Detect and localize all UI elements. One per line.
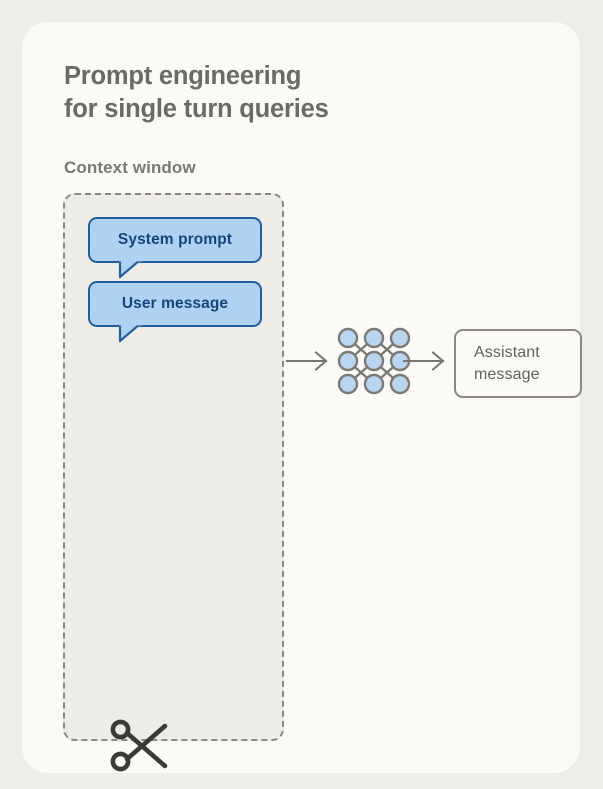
bubble-user-message-label: User message: [121, 295, 229, 312]
neural-network-icon: [337, 327, 411, 395]
bubble-user-message-body: User message: [88, 281, 262, 327]
scissors-icon: [110, 719, 168, 772]
arrow-right-icon: [403, 351, 445, 371]
bubble-system-prompt-body: System prompt: [88, 217, 262, 263]
assistant-message-box[interactable]: Assistant message: [454, 329, 582, 398]
speech-tail-icon: [118, 259, 142, 279]
bubble-system-prompt[interactable]: System prompt: [88, 217, 262, 279]
speech-tail-icon: [118, 323, 142, 343]
bubble-user-message[interactable]: User message: [88, 281, 262, 343]
assistant-message-label: Assistant message: [474, 343, 540, 383]
diagram-card: Prompt engineering for single turn queri…: [22, 22, 582, 773]
page-title: Prompt engineering for single turn queri…: [64, 62, 329, 123]
bubble-system-prompt-label: System prompt: [117, 231, 233, 248]
context-window-heading: Context window: [64, 158, 196, 177]
arrow-right-icon: [286, 351, 328, 371]
